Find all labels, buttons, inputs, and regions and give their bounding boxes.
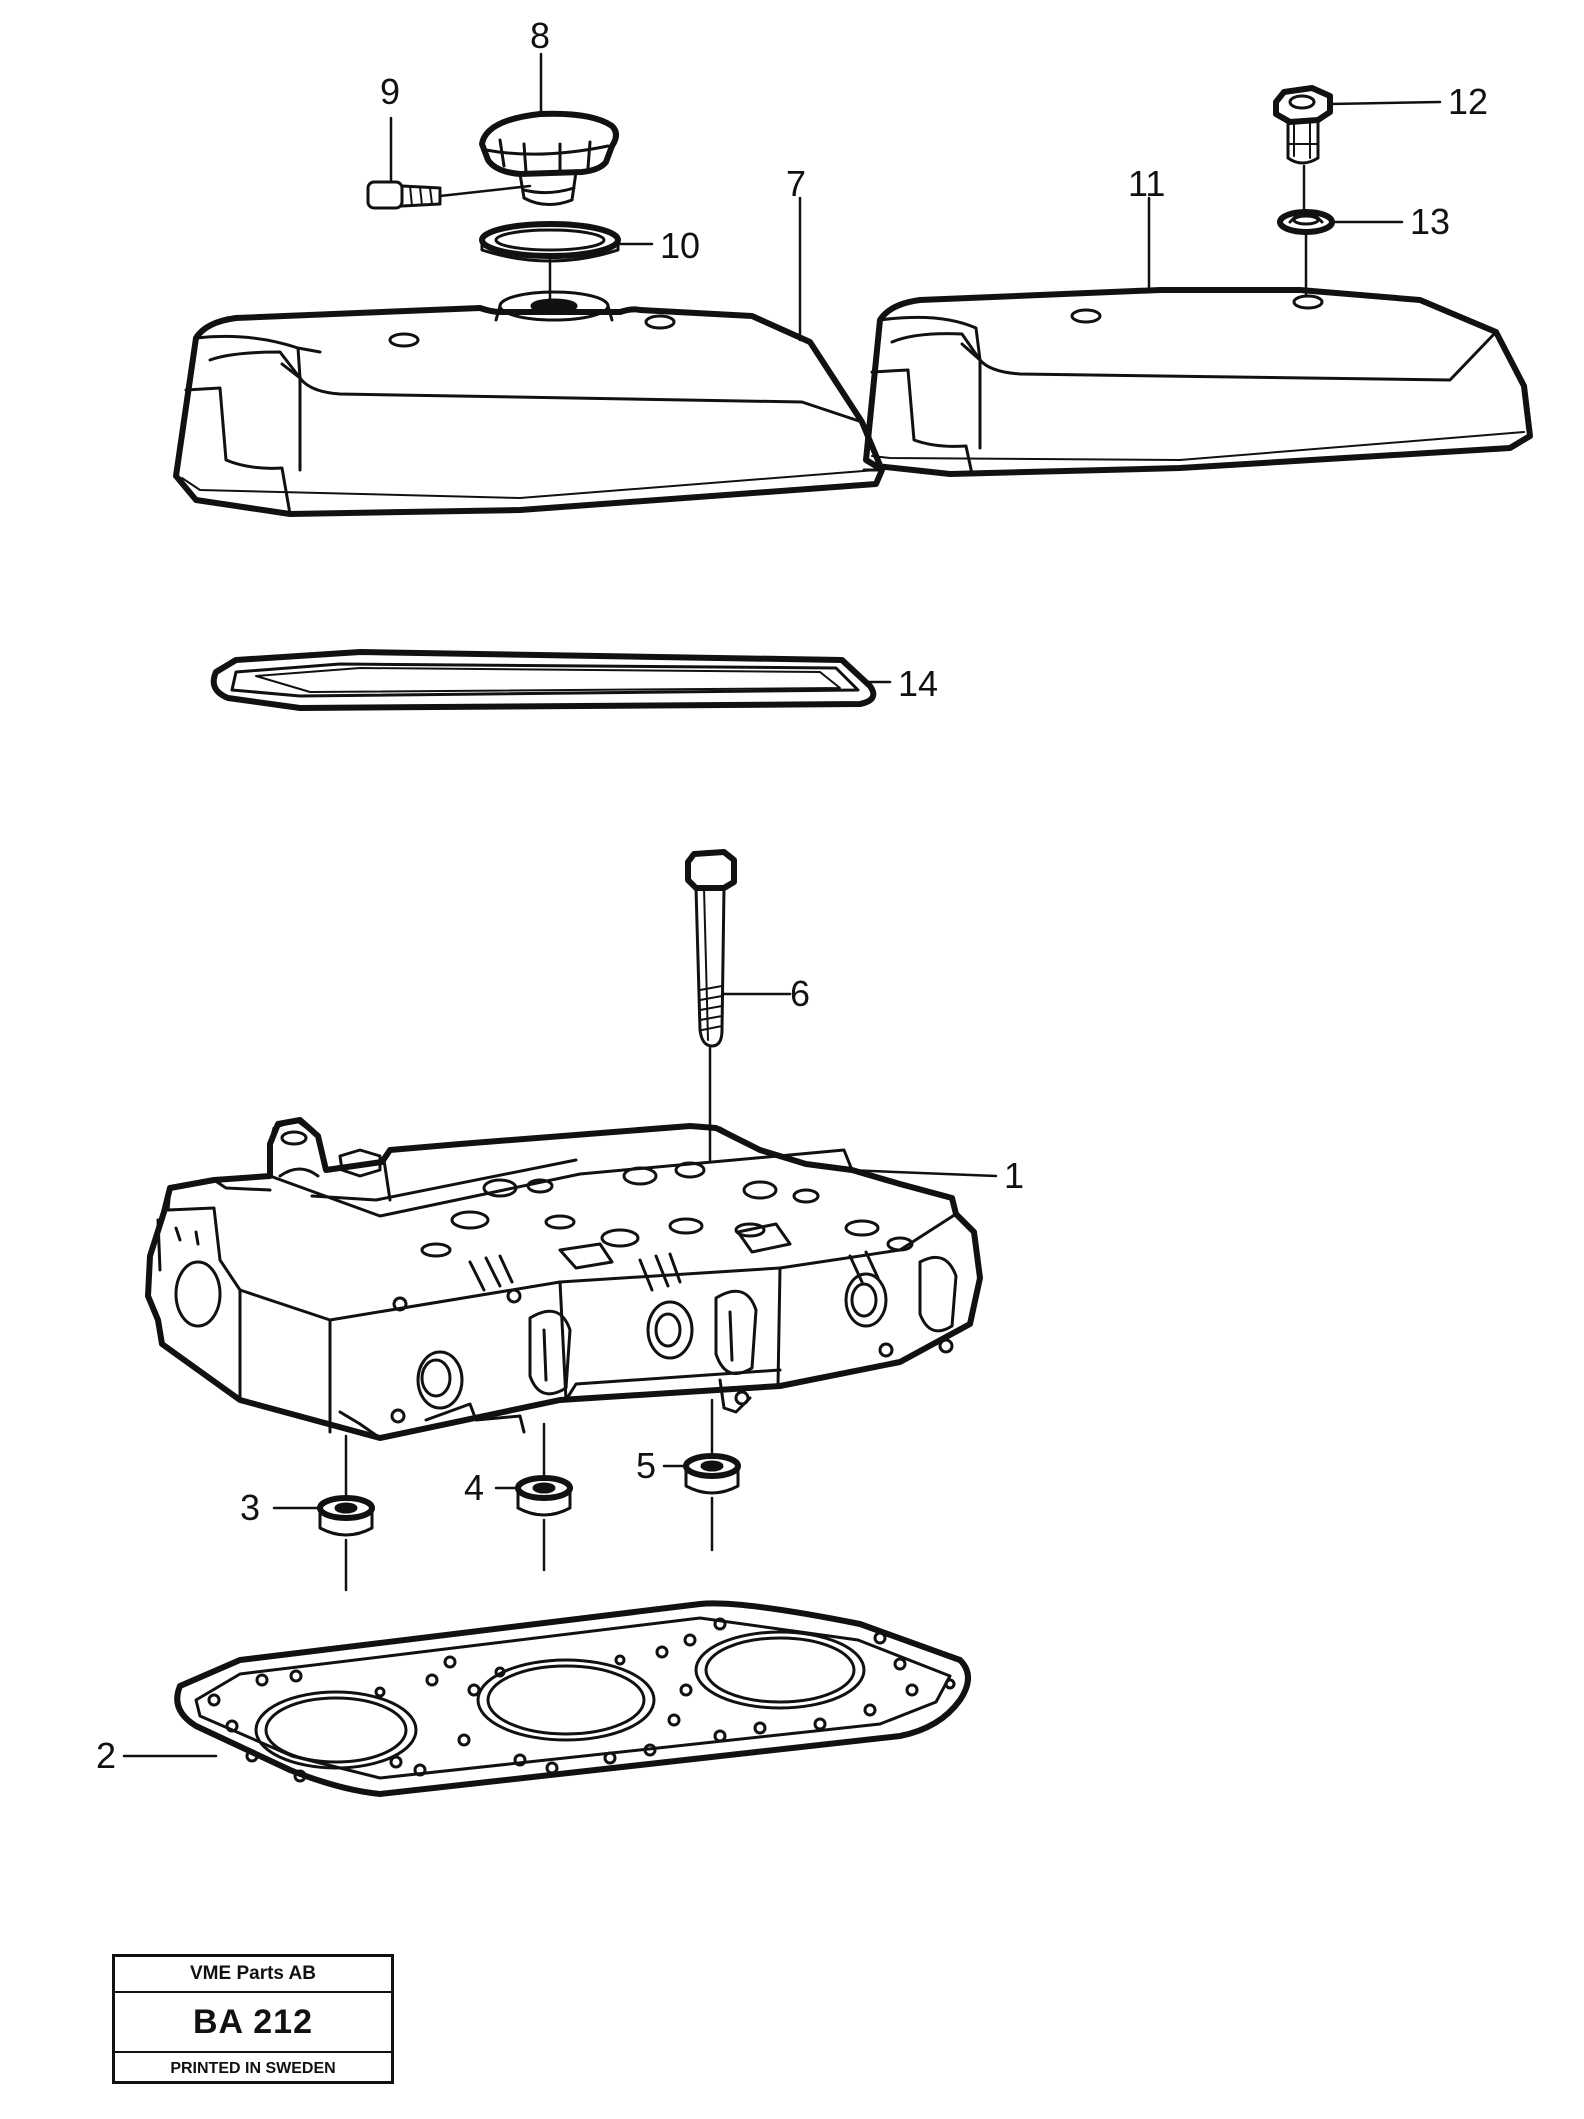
- bolt-12[interactable]: [1273, 85, 1333, 165]
- cylinder-head-gasket-2[interactable]: [174, 1600, 971, 1797]
- callout-6: 6: [790, 973, 810, 1014]
- washer-13[interactable]: [1277, 209, 1335, 235]
- callout-14: 14: [898, 663, 938, 704]
- callout-10: 10: [660, 225, 700, 266]
- screw-9[interactable]: [366, 180, 442, 210]
- callout-1: 1: [1004, 1155, 1024, 1196]
- cover-gasket-14[interactable]: [210, 649, 877, 711]
- cylinder-head-1[interactable]: [145, 1117, 983, 1441]
- callout-3: 3: [240, 1487, 260, 1528]
- callout-12: 12: [1448, 81, 1488, 122]
- callout-4: 4: [464, 1467, 484, 1508]
- valve-cover-left[interactable]: [173, 290, 885, 517]
- callout-5: 5: [636, 1445, 656, 1486]
- leader-lines: [122, 52, 1442, 1758]
- stamp-printed-in: PRINTED IN SWEDEN: [170, 2060, 336, 2077]
- dowel-sleeve-3[interactable]: [317, 1495, 375, 1537]
- oil-filler-cap[interactable]: [479, 110, 619, 206]
- dowel-sleeve-4[interactable]: [515, 1475, 573, 1517]
- cylinder-head-bolt-6[interactable]: [685, 849, 737, 1048]
- publisher-stamp: VME Parts AB BA 212 PRINTED IN SWEDEN: [112, 1954, 394, 2084]
- callout-8: 8: [530, 15, 550, 56]
- stamp-drawing-code: BA 212: [115, 1993, 391, 2053]
- callout-13: 13: [1410, 201, 1450, 242]
- callout-2: 2: [96, 1735, 116, 1776]
- callout-11: 11: [1128, 163, 1165, 204]
- dowel-sleeve-5[interactable]: [683, 1453, 741, 1495]
- callout-9: 9: [380, 71, 400, 112]
- callout-labels: 1 2 3 4 5 6 7 8 9 10 11 12 13 14: [96, 15, 1488, 1776]
- valve-cover-right[interactable]: [863, 287, 1533, 477]
- callout-7: 7: [786, 163, 806, 204]
- stamp-company: VME Parts AB: [115, 1957, 391, 1993]
